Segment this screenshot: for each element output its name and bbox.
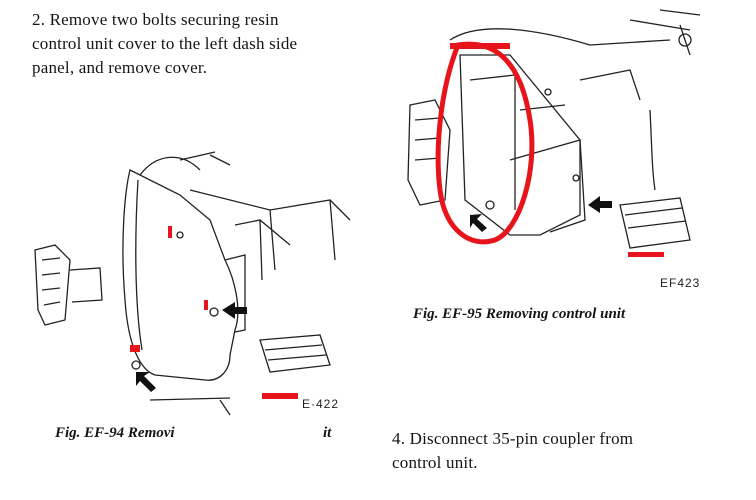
- figure-ef94-illustration: [34, 151, 351, 416]
- step-remove-cover-text: 2. Remove two bolts securing resin contr…: [32, 8, 350, 80]
- text-line: control unit cover to the left dash side: [32, 34, 298, 53]
- text-line: 4. Disconnect 35-pin coupler from: [392, 429, 634, 448]
- figure-ef94-caption-tail: it: [323, 425, 332, 441]
- figure-ef95-caption: Fig. EF-95 Removing control unit: [413, 306, 626, 322]
- text-line: control unit.: [392, 453, 478, 472]
- figure-ef94-caption-text: Fig. EF-94 Removi: [55, 425, 175, 441]
- figure-ef94-code: E·422: [302, 397, 340, 411]
- text-line: panel, and remove cover.: [32, 58, 208, 77]
- step-disconnect-text: 4. Disconnect 35-pin coupler from contro…: [392, 427, 722, 475]
- figure-ef94-caption: Fig. EF-94 Removi it: [55, 425, 331, 442]
- figure-ef95-illustration: [407, 9, 701, 257]
- figure-ef95-code: EF423: [660, 276, 701, 290]
- text-line: 2. Remove two bolts securing resin: [32, 10, 279, 29]
